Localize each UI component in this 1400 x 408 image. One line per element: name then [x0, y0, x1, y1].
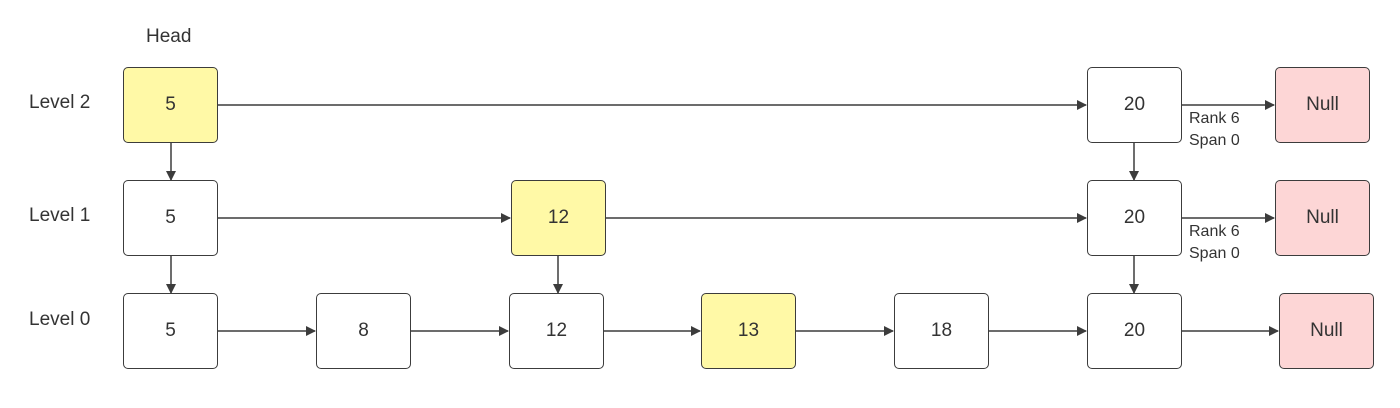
node-l1-null: Null: [1275, 180, 1370, 256]
level-1-label: Level 1: [29, 205, 91, 226]
node-l0-20: 20: [1087, 293, 1182, 369]
node-l2-20: 20: [1087, 67, 1182, 143]
level-2-label: Level 2: [29, 92, 91, 113]
level-0-label: Level 0: [29, 309, 91, 330]
rank-label-l2: Rank 6: [1189, 110, 1240, 127]
node-l0-null: Null: [1279, 293, 1374, 369]
rank-span-l1: Rank 6 Span 0: [1189, 221, 1240, 265]
node-l2-null: Null: [1275, 67, 1370, 143]
head-label: Head: [146, 26, 192, 47]
rank-label-l1: Rank 6: [1189, 223, 1240, 240]
node-l1-head-5: 5: [123, 180, 218, 256]
node-l0-13: 13: [701, 293, 796, 369]
node-l2-head-5: 5: [123, 67, 218, 143]
node-l1-20: 20: [1087, 180, 1182, 256]
node-l0-5: 5: [123, 293, 218, 369]
rank-span-l2: Rank 6 Span 0: [1189, 108, 1240, 152]
node-l0-18: 18: [894, 293, 989, 369]
node-l1-12: 12: [511, 180, 606, 256]
node-l0-12: 12: [509, 293, 604, 369]
node-l0-8: 8: [316, 293, 411, 369]
span-label-l2: Span 0: [1189, 132, 1240, 149]
span-label-l1: Span 0: [1189, 245, 1240, 262]
